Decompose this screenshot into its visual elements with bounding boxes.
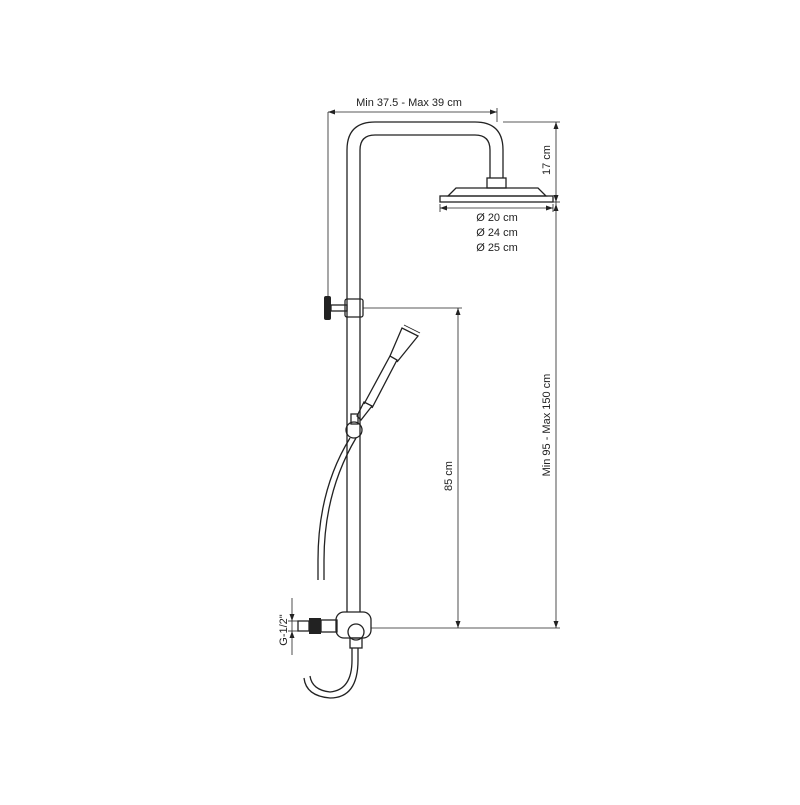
dimension-lines — [288, 108, 560, 655]
head-diameter-label-2: Ø 24 cm — [476, 227, 518, 239]
top-width-label: Min 37.5 - Max 39 cm — [356, 97, 462, 109]
wall-bracket — [324, 296, 364, 320]
connection-thread-label: G-1/2" — [278, 614, 290, 646]
hand-shower — [345, 324, 421, 439]
head-diameter-label-3: Ø 25 cm — [476, 242, 518, 254]
riser-pipe — [346, 121, 504, 612]
head-height-label: 17 cm — [541, 145, 553, 175]
head-diameter-label-1: Ø 20 cm — [476, 212, 518, 224]
rain-shower-head — [439, 177, 554, 203]
holder-height-label: 85 cm — [443, 461, 455, 491]
shower-hose — [303, 437, 359, 699]
diverter-valve — [297, 611, 372, 649]
overall-height-label: Min 95 - Max 150 cm — [541, 374, 553, 477]
